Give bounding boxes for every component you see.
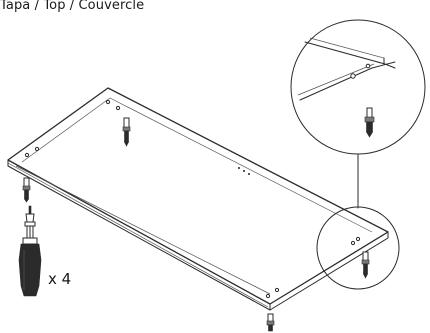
panel-hole: [265, 293, 271, 299]
panel-hole: [274, 287, 280, 293]
panel-hole: [115, 105, 121, 111]
cam-bolt: [22, 177, 31, 203]
panel-hole: [34, 146, 40, 152]
screwdriver-icon: [18, 205, 42, 297]
screw-quantity-label: x 4: [48, 270, 72, 288]
panel-hole: [350, 240, 356, 246]
cam-bolt: [122, 117, 131, 147]
detail-circle-small: [316, 206, 400, 290]
cam-bolt: [266, 313, 275, 332]
panel-hole: [355, 236, 361, 242]
panel-hole: [105, 99, 111, 105]
panel-hole: [24, 152, 30, 158]
cam-bolt: [361, 251, 370, 279]
part-title: Tapa / Top / Couvercle: [0, 0, 145, 13]
detail-circle-large: [290, 19, 426, 155]
top-panel: [7, 87, 389, 311]
